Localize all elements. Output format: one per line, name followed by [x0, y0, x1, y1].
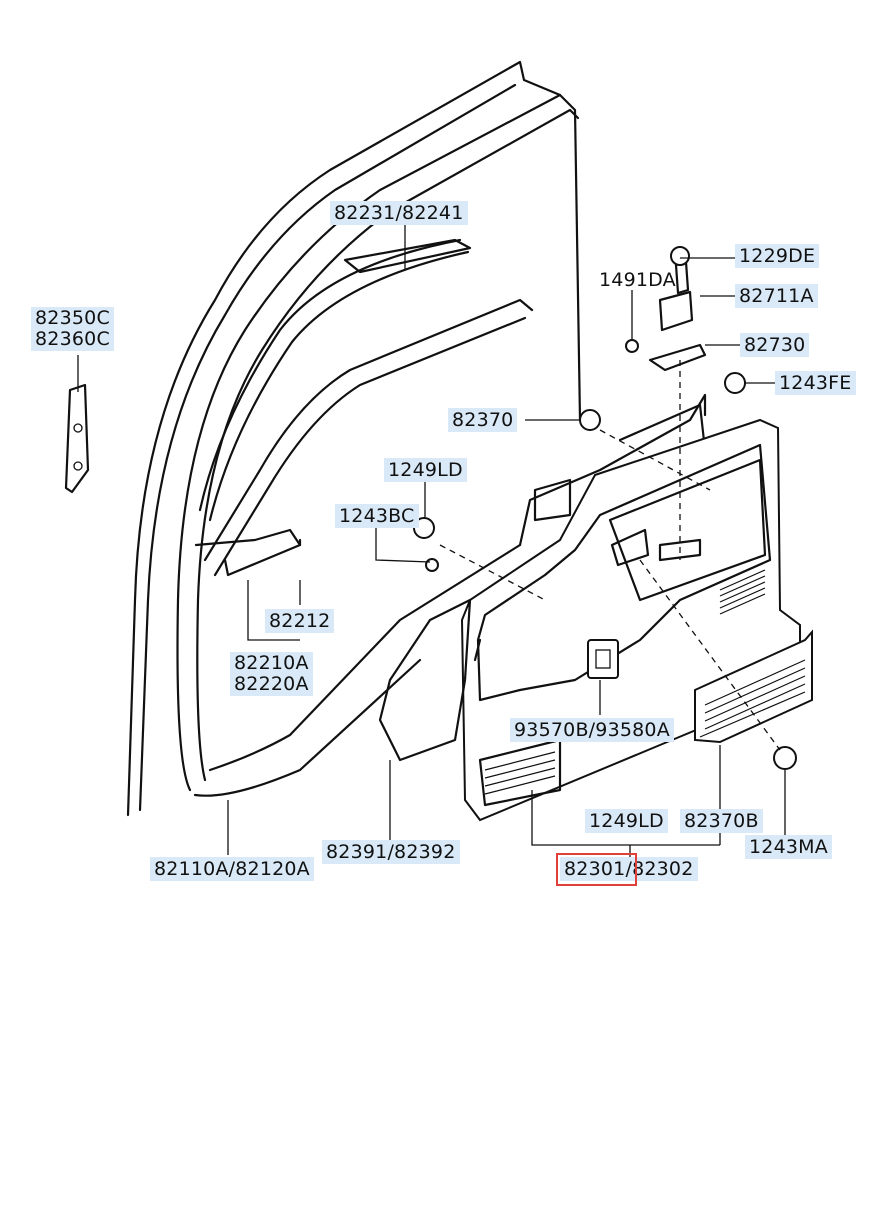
part-label-separator: / [625, 858, 633, 880]
selected-part-highlight [556, 853, 637, 886]
part-label-grommet-1491da[interactable]: 1491DA [599, 269, 676, 291]
part-label-vinyl-sheet[interactable]: 82391/82392 [322, 840, 460, 864]
part-label-switch-93570b[interactable]: 93570B/93580A [510, 718, 674, 742]
part-label-screw-1243fe[interactable]: 1243FE [775, 371, 856, 395]
part-label-bracket-82730[interactable]: 82730 [740, 333, 810, 357]
part-label-bezel-82711a[interactable]: 82711A [735, 284, 818, 308]
part-label-door-assy[interactable]: 82110A/82120A [150, 857, 314, 881]
part-label-weatherstrip-82210a[interactable]: 82210A [234, 652, 309, 674]
part-label-trim-panel[interactable]: 82301/82302 [560, 857, 698, 881]
part-label-screw-1243ma[interactable]: 1243MA [745, 835, 832, 859]
part-label-screw-1249ld-lower[interactable]: 1249LD [585, 809, 668, 833]
part-label-screw-1243bc[interactable]: 1243BC [335, 504, 419, 528]
part-label-weatherstrip-82220a[interactable]: 82220A [234, 673, 309, 695]
part-label-screw-1249ld[interactable]: 1249LD [384, 458, 467, 482]
part-label-trim-82302[interactable]: 82302 [632, 858, 694, 880]
part-label-seal-82212[interactable]: 82212 [265, 609, 335, 633]
part-label-clip-82370[interactable]: 82370 [448, 408, 518, 432]
part-label-screw-1229de[interactable]: 1229DE [735, 244, 820, 268]
part-label-clip-82370b[interactable]: 82370B [680, 809, 763, 833]
part-label-garnish-82360c[interactable]: 82360C [35, 328, 110, 350]
part-label-trim-82301[interactable]: 82301 [564, 858, 626, 880]
part-label-door-frame[interactable]: 82231/82241 [330, 201, 468, 225]
part-label-weatherstrip[interactable]: 82210A 82220A [230, 652, 313, 696]
part-label-garnish[interactable]: 82350C 82360C [31, 307, 114, 351]
part-label-garnish-82350c[interactable]: 82350C [35, 307, 110, 329]
